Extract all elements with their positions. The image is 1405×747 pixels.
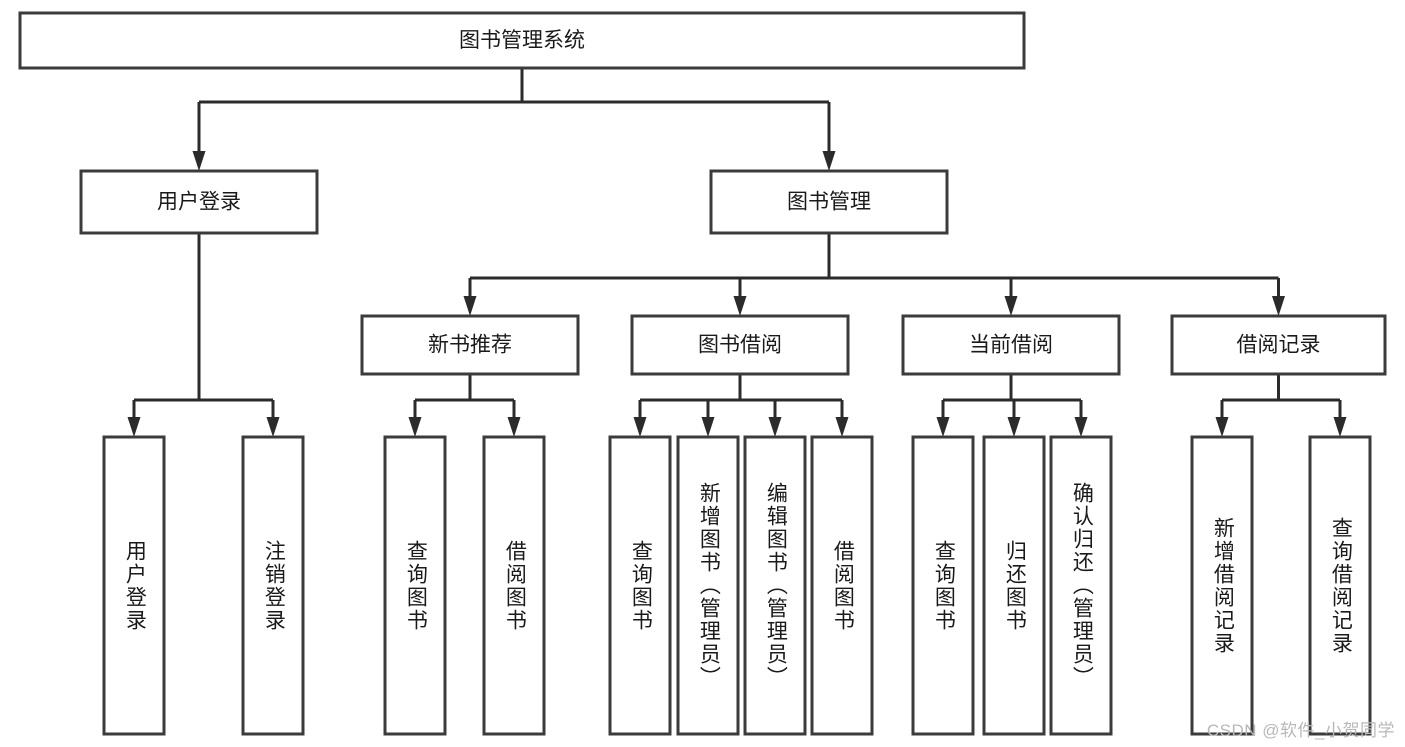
root-to-level2-1-arrowhead bbox=[822, 151, 836, 171]
leaf-node-5[interactable] bbox=[676, 435, 740, 736]
level2-node-0-label: 用户登录 bbox=[157, 191, 241, 214]
leaf-arrow-2-3-arrowhead bbox=[835, 417, 849, 437]
level2-node-0[interactable] bbox=[79, 169, 319, 235]
leaf-arrow-0-1-arrowhead bbox=[266, 417, 280, 437]
root-node-图书管理系统[interactable] bbox=[18, 11, 1026, 70]
level3-node-2[interactable] bbox=[901, 314, 1121, 376]
leaf-node-4[interactable] bbox=[608, 435, 672, 736]
level2-to-level3-3-arrowhead bbox=[1272, 296, 1285, 316]
root-node-label: 图书管理系统 bbox=[459, 29, 585, 52]
leaf-node-6[interactable] bbox=[743, 435, 807, 736]
leaf-arrow-1-0-arrowhead bbox=[408, 417, 422, 437]
leaf-arrow-4-1-arrowhead bbox=[1333, 417, 1347, 437]
leaf-node-9[interactable] bbox=[982, 435, 1046, 736]
leaf-node-11[interactable] bbox=[1190, 435, 1254, 736]
level2-to-level3-2-arrowhead bbox=[1004, 296, 1018, 316]
connector-layer bbox=[127, 68, 1347, 437]
level2-to-level3-0-arrowhead bbox=[463, 296, 477, 316]
level3-node-2-label: 当前借阅 bbox=[969, 334, 1053, 357]
level3-node-0[interactable] bbox=[360, 314, 580, 376]
leaf-arrow-3-2-arrowhead bbox=[1074, 417, 1088, 437]
leaf-arrow-3-0-arrowhead bbox=[936, 417, 950, 437]
csdn-watermark: CSDN @软件_小贺同学 bbox=[1206, 721, 1395, 740]
level3-node-1-label: 图书借阅 bbox=[698, 334, 782, 357]
node-box-layer bbox=[18, 11, 1387, 736]
level3-node-1[interactable] bbox=[630, 314, 850, 376]
leaf-arrow-2-2-arrowhead bbox=[768, 417, 782, 437]
leaf-arrow-1-1-arrowhead bbox=[507, 417, 521, 437]
leaf-arrow-2-0-arrowhead bbox=[633, 417, 647, 437]
level3-node-3-label: 借阅记录 bbox=[1237, 334, 1321, 357]
leaf-node-3[interactable] bbox=[482, 435, 546, 736]
leaf-node-12[interactable] bbox=[1308, 435, 1372, 736]
level2-node-1-label: 图书管理 bbox=[787, 191, 871, 214]
leaf-node-7[interactable] bbox=[810, 435, 874, 736]
leaf-node-10[interactable] bbox=[1049, 435, 1113, 736]
level3-node-3[interactable] bbox=[1170, 314, 1387, 376]
leaf-arrow-3-1-arrowhead bbox=[1007, 417, 1021, 437]
level2-to-level3-1-arrowhead bbox=[733, 296, 747, 316]
leaf-arrow-4-0-arrowhead bbox=[1215, 417, 1229, 437]
leaf-arrow-2-1-arrowhead bbox=[701, 417, 715, 437]
level3-node-0-label: 新书推荐 bbox=[428, 334, 512, 357]
leaf-node-2[interactable] bbox=[383, 435, 447, 736]
root-to-level2-0-arrowhead bbox=[192, 151, 206, 171]
leaf-node-8[interactable] bbox=[911, 435, 975, 736]
leaf-node-1[interactable] bbox=[241, 435, 305, 736]
leaf-arrow-0-0-arrowhead bbox=[127, 417, 141, 437]
leaf-node-0[interactable] bbox=[102, 435, 166, 736]
level2-node-1[interactable] bbox=[709, 169, 949, 235]
